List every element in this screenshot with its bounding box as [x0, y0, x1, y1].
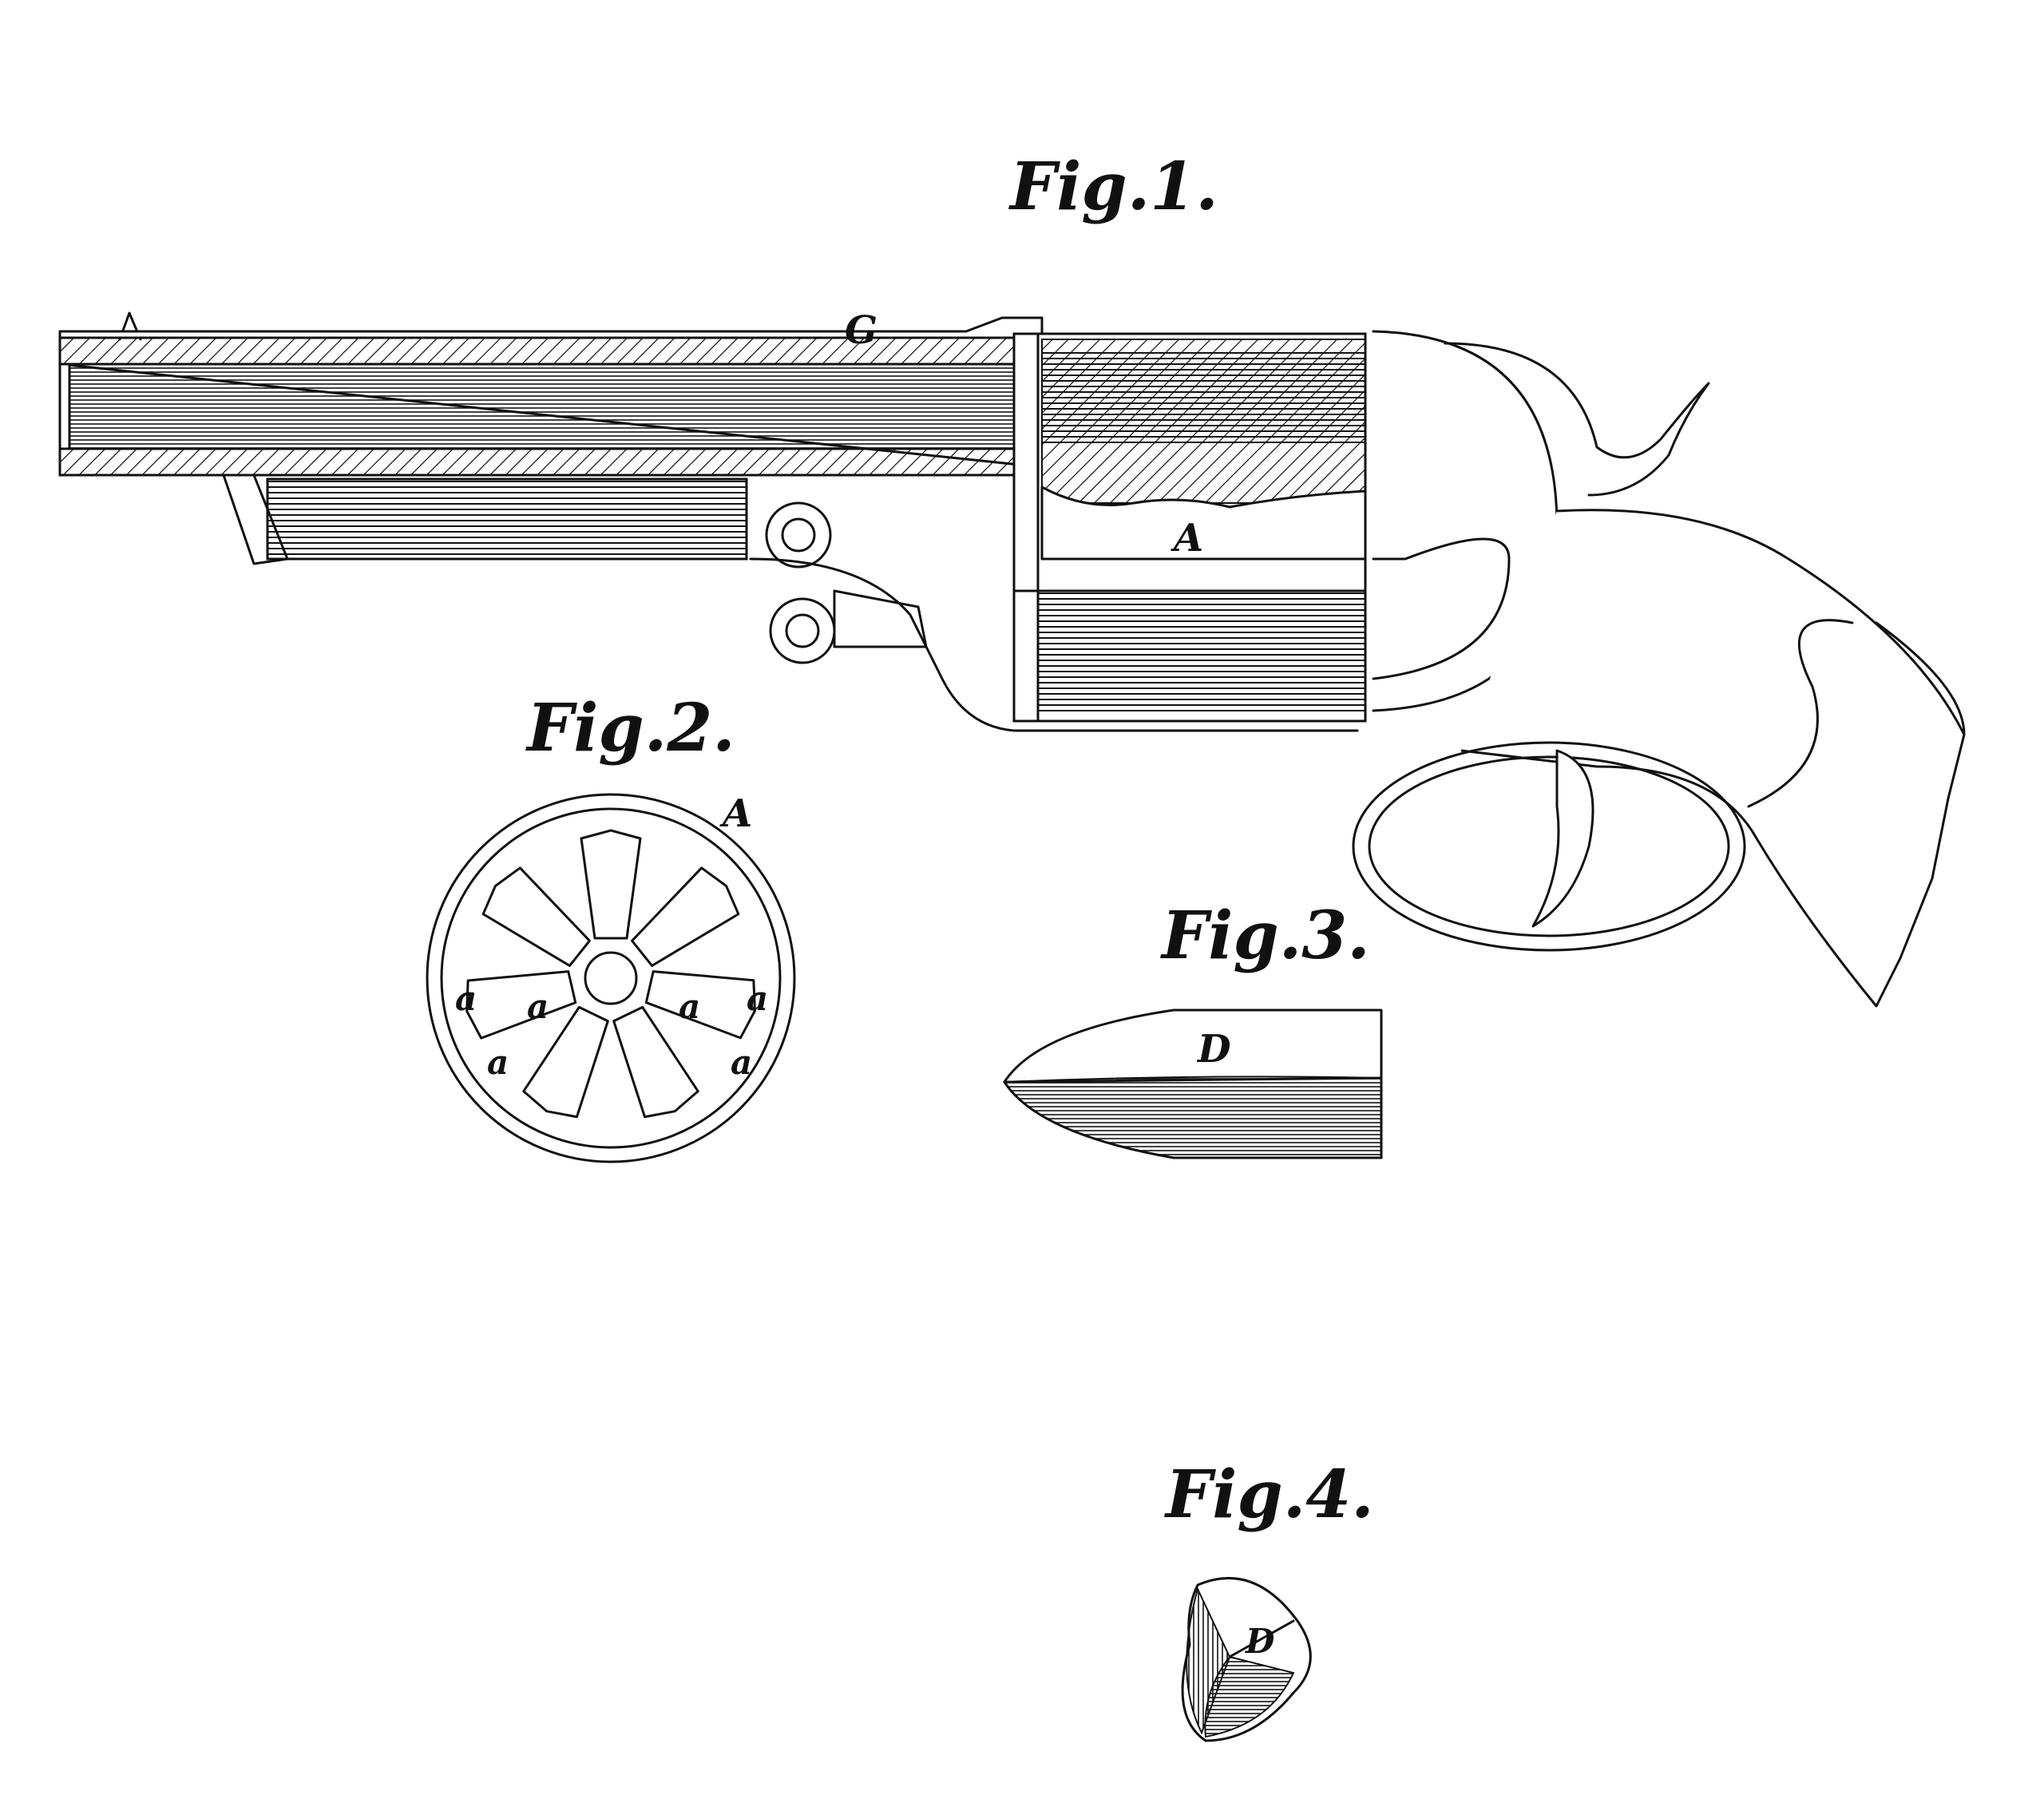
figure-3-bullet: Fig.3. D: [1003, 898, 1383, 1159]
figure-4-bullet-end: Fig.4. D: [1164, 1456, 1374, 1742]
label-a-6: a: [731, 1043, 752, 1082]
trigger: [1531, 749, 1594, 928]
figure-4-title: Fig.4.: [1164, 1456, 1374, 1533]
label-G: G: [845, 308, 877, 353]
figure-2-title: Fig.2.: [525, 690, 735, 767]
cylinder: [1012, 332, 1367, 723]
label-D-fig3: D: [1196, 1027, 1231, 1072]
figure-2-cylinder-end: Fig.2. A a a a a a a: [426, 690, 796, 1163]
cylinder-chambers: [465, 829, 756, 1119]
label-a-1: a: [455, 979, 477, 1018]
label-D-fig4: D: [1245, 1622, 1275, 1661]
label-A-end: A: [719, 791, 752, 836]
frame-lower: [749, 557, 1359, 732]
hammer: [1444, 342, 1710, 497]
label-a-2: a: [527, 987, 549, 1026]
barrel: [58, 316, 1044, 477]
label-a-5: a: [487, 1043, 509, 1082]
label-A-cylinder: A: [1171, 516, 1203, 561]
label-a-3: a: [679, 987, 700, 1026]
rammer-pivots: [765, 501, 836, 664]
figure-3-title: Fig.3.: [1160, 898, 1370, 974]
figure-1-title: Fig.1.: [1008, 149, 1218, 225]
label-a-4: a: [747, 979, 768, 1018]
rammer-tube: [266, 477, 748, 561]
trigger-guard: [1352, 741, 1746, 952]
figure-1-revolver: Fig.1.: [58, 149, 1966, 1008]
